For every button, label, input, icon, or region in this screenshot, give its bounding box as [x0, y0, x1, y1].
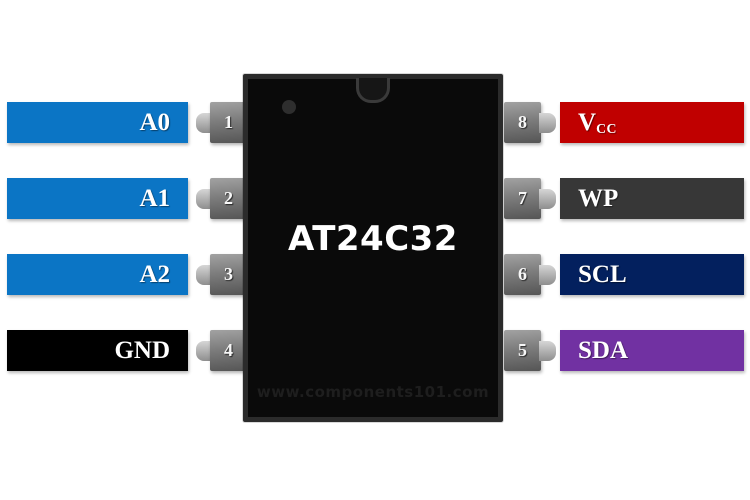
pin-lead-3: [196, 265, 213, 285]
pin-label-bar-vcc: VCC: [560, 102, 744, 143]
ic-body: AT24C32 www.components101.com: [243, 74, 503, 422]
pin-row-3: A2 3 6 SCL: [0, 254, 750, 295]
pin-label-scl: SCL: [578, 261, 627, 288]
pin-number-pad-6: 6: [504, 254, 541, 295]
pin-label-a2: A2: [139, 261, 170, 288]
pin-number-pad-2: 2: [210, 178, 247, 219]
pin-lead-8: [539, 113, 556, 133]
pin-row-4: GND 4 5 SDA: [0, 330, 750, 371]
pin-row-2: A1 2 7 WP: [0, 178, 750, 219]
pin-lead-4: [196, 341, 213, 361]
pin-label-wp: WP: [578, 185, 619, 212]
chip-name: AT24C32: [288, 219, 458, 259]
pin-label-bar-a2: A2: [7, 254, 188, 295]
pin-label-bar-a0: A0: [7, 102, 188, 143]
pin-lead-6: [539, 265, 556, 285]
pin-label-bar-a1: A1: [7, 178, 188, 219]
pin-number-pad-7: 7: [504, 178, 541, 219]
pin-label-vcc-sub: CC: [596, 121, 617, 137]
pin-label-bar-wp: WP: [560, 178, 744, 219]
pin-label-bar-scl: SCL: [560, 254, 744, 295]
pin-label-a0: A0: [139, 109, 170, 136]
pin-lead-1: [196, 113, 213, 133]
pin-label-gnd: GND: [114, 337, 170, 364]
pin-number-pad-5: 5: [504, 330, 541, 371]
pin-number-pad-3: 3: [210, 254, 247, 295]
pin-number-pad-8: 8: [504, 102, 541, 143]
pin-row-1: A0 1 8 VCC: [0, 102, 750, 143]
pin-label-bar-sda: SDA: [560, 330, 744, 371]
pin-lead-2: [196, 189, 213, 209]
pin-lead-7: [539, 189, 556, 209]
pin-number-pad-4: 4: [210, 330, 247, 371]
pin-label-sda: SDA: [578, 337, 629, 364]
pin-label-vcc: V: [578, 109, 597, 136]
pin1-indicator-dot: [282, 100, 296, 114]
pin-label-bar-gnd: GND: [7, 330, 188, 371]
chip-notch: [356, 78, 390, 103]
pin-number-pad-1: 1: [210, 102, 247, 143]
pin-lead-5: [539, 341, 556, 361]
pin-label-a1: A1: [139, 185, 170, 212]
watermark: www.components101.com: [256, 383, 490, 401]
